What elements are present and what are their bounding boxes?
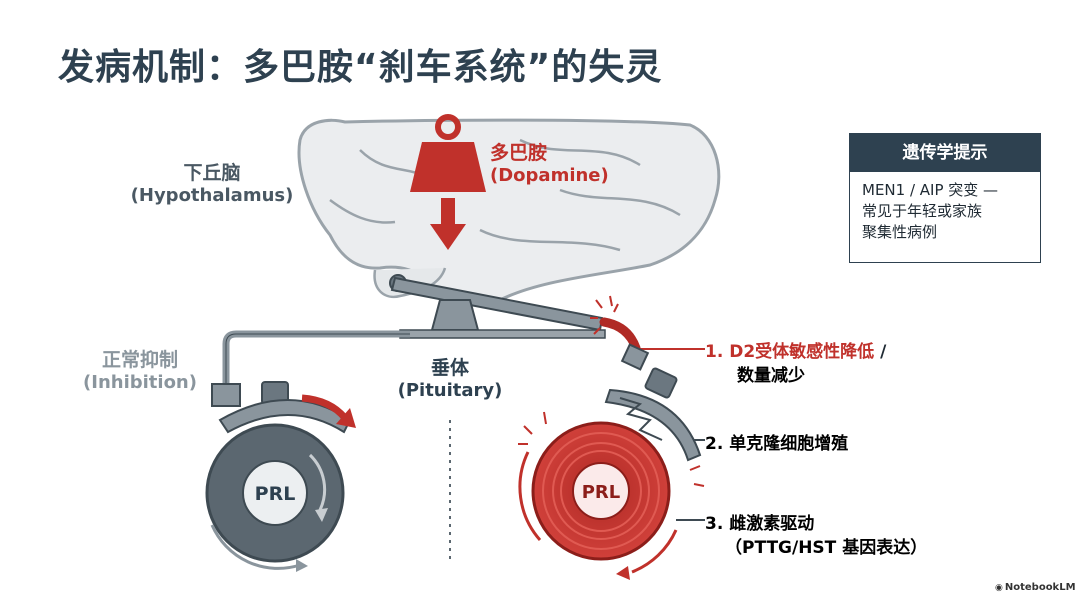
brain-fold <box>329 198 396 224</box>
note-estrogen-line2: （PTTG/HST 基因表达） <box>725 538 928 558</box>
genetics-box: 遗传学提示 MEN1 / AIP 突变 — 常见于年轻或家族 聚集性病例 <box>849 133 1041 263</box>
page-title: 发病机制：多巴胺“刹车系统”的失灵 <box>58 47 663 88</box>
brain-fold <box>559 188 681 217</box>
tumor-brake-caliper <box>604 343 702 462</box>
hypothalamus-label-zh: 下丘脑 <box>183 162 241 184</box>
broken-connection <box>590 295 641 353</box>
note-d2-receptor: 1. D2受体敏感性降低 / <box>705 337 886 362</box>
down-arrow-icon <box>430 198 466 250</box>
genetics-line-2: 常见于年轻或家族 <box>862 202 983 220</box>
genetics-box-header: 遗传学提示 <box>850 134 1040 172</box>
pituitary-label-zh: 垂体 <box>430 357 469 379</box>
brain-outline <box>297 118 721 306</box>
inhibition-label-en: (Inhibition) <box>83 372 197 393</box>
inhibition-label-zh: 正常抑制 <box>101 349 178 371</box>
notebooklm-logo-icon: ◉ <box>995 583 1003 593</box>
normal-brake-caliper <box>211 381 352 434</box>
prl-tumor-label: PRL <box>582 482 621 503</box>
watermark: ◉NotebookLM <box>995 582 1076 593</box>
brain-fold <box>519 138 641 167</box>
hypothalamus-label-en: (Hypothalamus) <box>130 185 294 206</box>
left-connector-pipe-outline <box>225 333 410 388</box>
hypothalamus-label: 下丘脑 (Hypothalamus) <box>122 158 302 206</box>
lever-mechanism <box>389 274 606 339</box>
normal-prl-wheel <box>205 423 345 572</box>
dopamine-label-zh: 多巴胺 <box>490 142 548 164</box>
inhibition-label: 正常抑制 (Inhibition) <box>60 345 220 393</box>
pituitary-label: 垂体 (Pituitary) <box>380 353 520 401</box>
genetics-box-body: MEN1 / AIP 突变 — 常见于年轻或家族 聚集性病例 <box>850 172 1040 243</box>
note-d2-receptor-text: 1. D2受体敏感性降低 <box>705 342 875 362</box>
note-d2-receptor-slash: / <box>874 342 887 362</box>
rotation-arrow-head <box>336 408 356 428</box>
dopamine-label: 多巴胺 (Dopamine) <box>490 138 609 186</box>
tumor-prl-wheel <box>518 411 705 580</box>
note-estrogen: 3. 雌激素驱动 <box>705 514 815 534</box>
pituitary-label-en: (Pituitary) <box>397 380 503 401</box>
note-monoclonal: 2. 单克隆细胞增殖 <box>705 434 849 454</box>
brain-fold <box>479 228 621 252</box>
genetics-line-1: MEN1 / AIP 突变 — <box>862 181 999 199</box>
dopamine-label-en: (Dopamine) <box>490 165 609 186</box>
weight-icon <box>410 114 486 192</box>
prl-normal-label: PRL <box>255 483 296 505</box>
note-d2-receptor-line2: 数量减少 <box>737 366 805 386</box>
watermark-text: NotebookLM <box>1004 582 1076 593</box>
rotation-arrow-icon <box>301 394 348 421</box>
genetics-line-3: 聚集性病例 <box>862 223 938 241</box>
